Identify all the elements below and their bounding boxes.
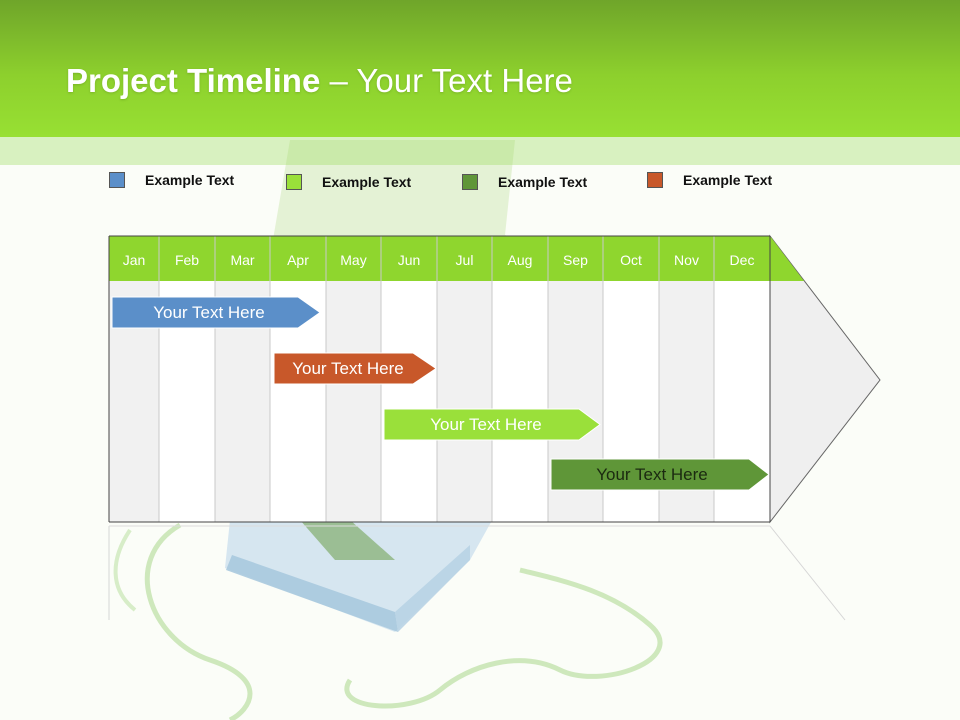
month-header-cell [326, 236, 381, 281]
month-column [492, 281, 548, 522]
month-column [437, 281, 492, 522]
month-column [381, 281, 437, 522]
month-label: Oct [620, 252, 642, 268]
bar-label-3: Your Text Here [430, 415, 542, 434]
month-header-cell [603, 236, 659, 281]
bar-arrow-2 [273, 352, 437, 385]
reflection-line [769, 525, 846, 621]
legend-swatch-4 [647, 172, 663, 188]
title-bold: Project Timeline [66, 62, 321, 99]
bar-arrow-1 [111, 296, 321, 329]
legend-label-3: Example Text [498, 174, 588, 190]
month-header-cell [270, 236, 326, 281]
title-bar: Project Timeline – Your Text Here [0, 0, 960, 137]
bar-arrow-3 [383, 408, 601, 441]
header-strip [0, 137, 960, 165]
month-label: Sep [563, 252, 588, 268]
legend-label-1: Example Text [145, 172, 235, 188]
legend-swatch-2 [286, 174, 302, 190]
bar-label-2: Your Text Here [292, 359, 404, 378]
month-header-cell [492, 236, 548, 281]
month-label: Jan [123, 252, 146, 268]
month-label: Nov [674, 252, 699, 268]
bar-arrow-4 [550, 458, 770, 491]
bar-label-4: Your Text Here [596, 465, 708, 484]
title-rest: – Your Text Here [320, 62, 573, 99]
month-label: Feb [175, 252, 199, 268]
month-label: Dec [730, 252, 755, 268]
month-header-cell [381, 236, 437, 281]
month-header-cell [109, 236, 159, 281]
legend-label-4: Example Text [683, 172, 773, 188]
month-label: May [340, 252, 366, 268]
bar-label-1: Your Text Here [153, 303, 265, 322]
legend-label-2: Example Text [322, 174, 412, 190]
month-column [326, 281, 381, 522]
legend-swatch-3 [462, 174, 478, 190]
arrow-head-band [770, 236, 804, 281]
month-header-cell [215, 236, 270, 281]
month-header-cell [437, 236, 492, 281]
month-header-cell [659, 236, 714, 281]
page-title: Project Timeline – Your Text Here [66, 60, 573, 102]
month-header-cell [548, 236, 603, 281]
legend-swatch-1 [109, 172, 125, 188]
month-label: Jul [456, 252, 474, 268]
month-label: Mar [230, 252, 254, 268]
timeline-bar-2[interactable]: Your Text Here [273, 352, 438, 385]
month-label: Jun [398, 252, 421, 268]
timeline-bar-4[interactable]: Your Text Here [550, 458, 771, 491]
month-header-cell [714, 236, 770, 281]
timeline-bar-3[interactable]: Your Text Here [383, 408, 602, 441]
month-label: Apr [287, 252, 309, 268]
month-header-cell [159, 236, 215, 281]
month-label: Aug [508, 252, 533, 268]
timeline-bar-1[interactable]: Your Text Here [111, 296, 322, 329]
